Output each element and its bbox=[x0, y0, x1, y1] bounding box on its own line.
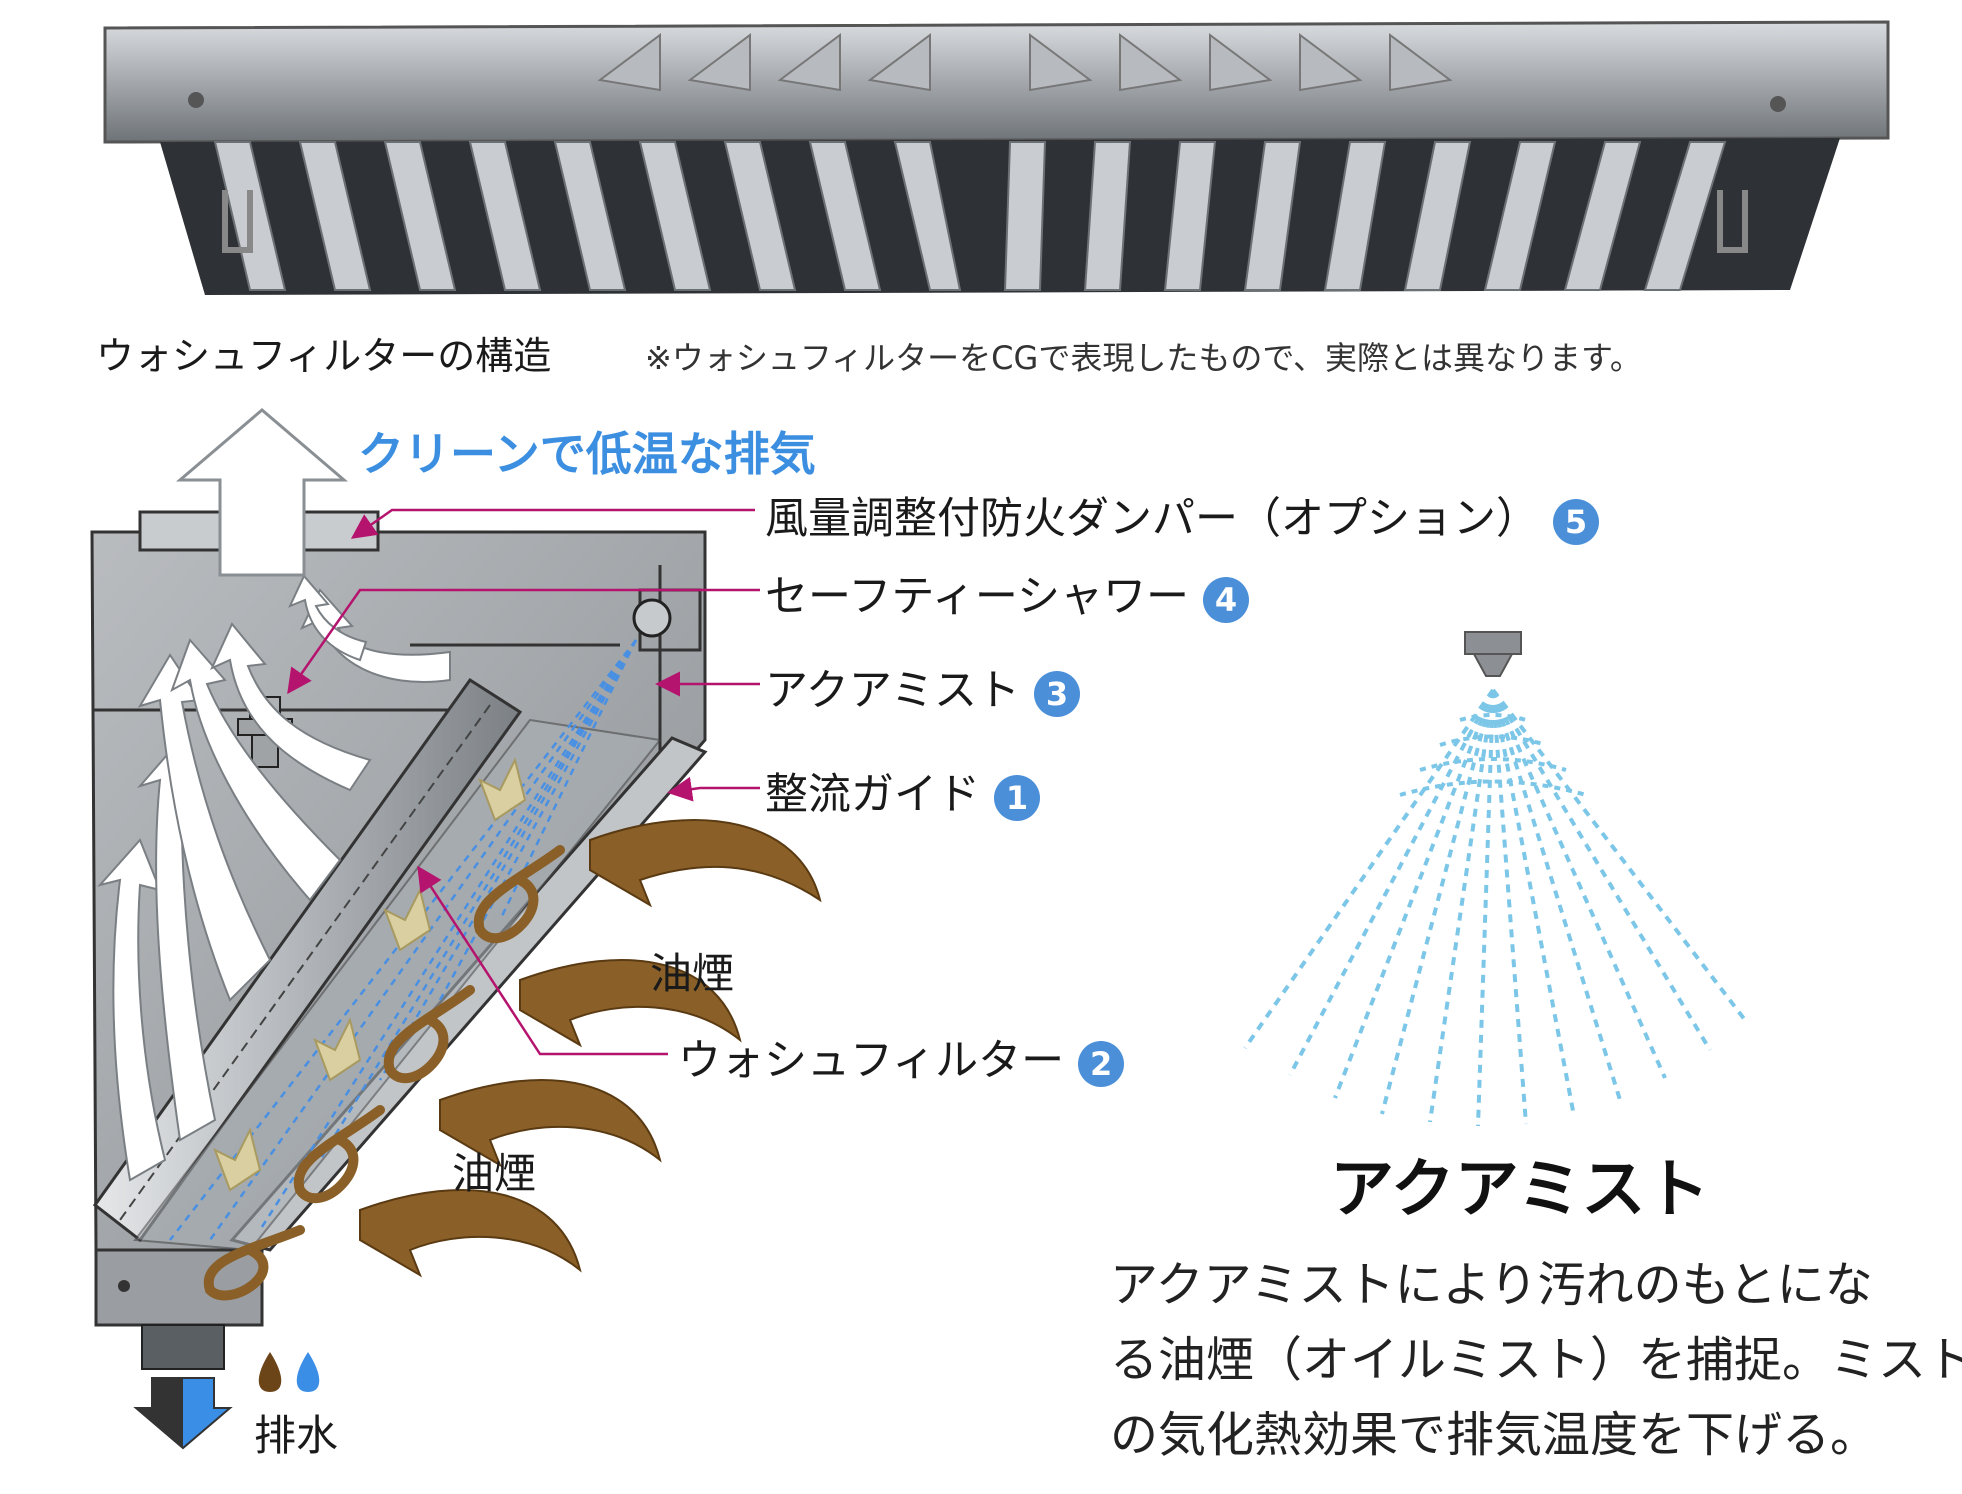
label-damper: 風量調整付防火ダンパー（オプション）5 bbox=[765, 484, 1599, 546]
badge-3: 3 bbox=[1034, 670, 1080, 717]
water-drop-icon bbox=[296, 1352, 320, 1392]
screw-icon bbox=[118, 1280, 130, 1292]
aquamist-desc-line-3: の気化熱効果で排気温度を下げる。 bbox=[1110, 1407, 1879, 1463]
badge-4: 4 bbox=[1202, 576, 1249, 623]
mist-fan-lines bbox=[1243, 688, 1747, 1127]
cg-note: ※ウォシュフィルターをCGで表現したもので、実際とは異なります。 bbox=[645, 339, 1642, 377]
aquamist-nozzle bbox=[632, 598, 672, 638]
aquamist-title: アクアミスト bbox=[1330, 1153, 1710, 1227]
badge-5: 5 bbox=[1553, 498, 1599, 545]
housing-cross-section bbox=[90, 408, 822, 1450]
drain-outlet bbox=[141, 1324, 225, 1370]
filter-slats bbox=[213, 141, 1727, 291]
mist-arcs bbox=[1399, 713, 1587, 797]
handle-icon bbox=[222, 190, 253, 253]
oil-smoke-label-lower: 油煙 bbox=[452, 1149, 537, 1198]
structure-title: ウォシュフィルターの構造 bbox=[96, 334, 552, 378]
exhaust-label: クリーンで低温な排気 bbox=[358, 427, 816, 481]
oil-smoke-label-upper: 油煙 bbox=[650, 949, 735, 998]
badge-2: 2 bbox=[1078, 1040, 1125, 1087]
oil-smoke-arrows bbox=[359, 819, 822, 1278]
oil-smoke-swirls bbox=[203, 845, 565, 1301]
aquamist-desc-line-2: る油煙（オイルミスト）を捕捉。ミスト bbox=[1110, 1332, 1962, 1388]
leader-lines bbox=[287, 508, 760, 1056]
exhaust-arrow-icon bbox=[175, 408, 349, 577]
rising-vapor-arrows bbox=[213, 757, 527, 1192]
handle-icon bbox=[1717, 190, 1748, 253]
drain-label: 排水 bbox=[254, 1411, 339, 1460]
screw-icon bbox=[1770, 96, 1786, 112]
badge-1: 1 bbox=[994, 774, 1040, 821]
clean-air-arrows bbox=[97, 574, 451, 1182]
filter-fins bbox=[597, 33, 1453, 92]
mist-nozzle-icon bbox=[1464, 631, 1522, 655]
screw-icon bbox=[188, 92, 204, 108]
oil-drop-icon bbox=[258, 1352, 282, 1392]
aquamist-illustration bbox=[1243, 631, 1747, 1127]
aquamist-desc-line-1: アクアミストにより汚れのもとにな bbox=[1110, 1257, 1873, 1313]
hood-filter-render bbox=[103, 20, 1890, 295]
